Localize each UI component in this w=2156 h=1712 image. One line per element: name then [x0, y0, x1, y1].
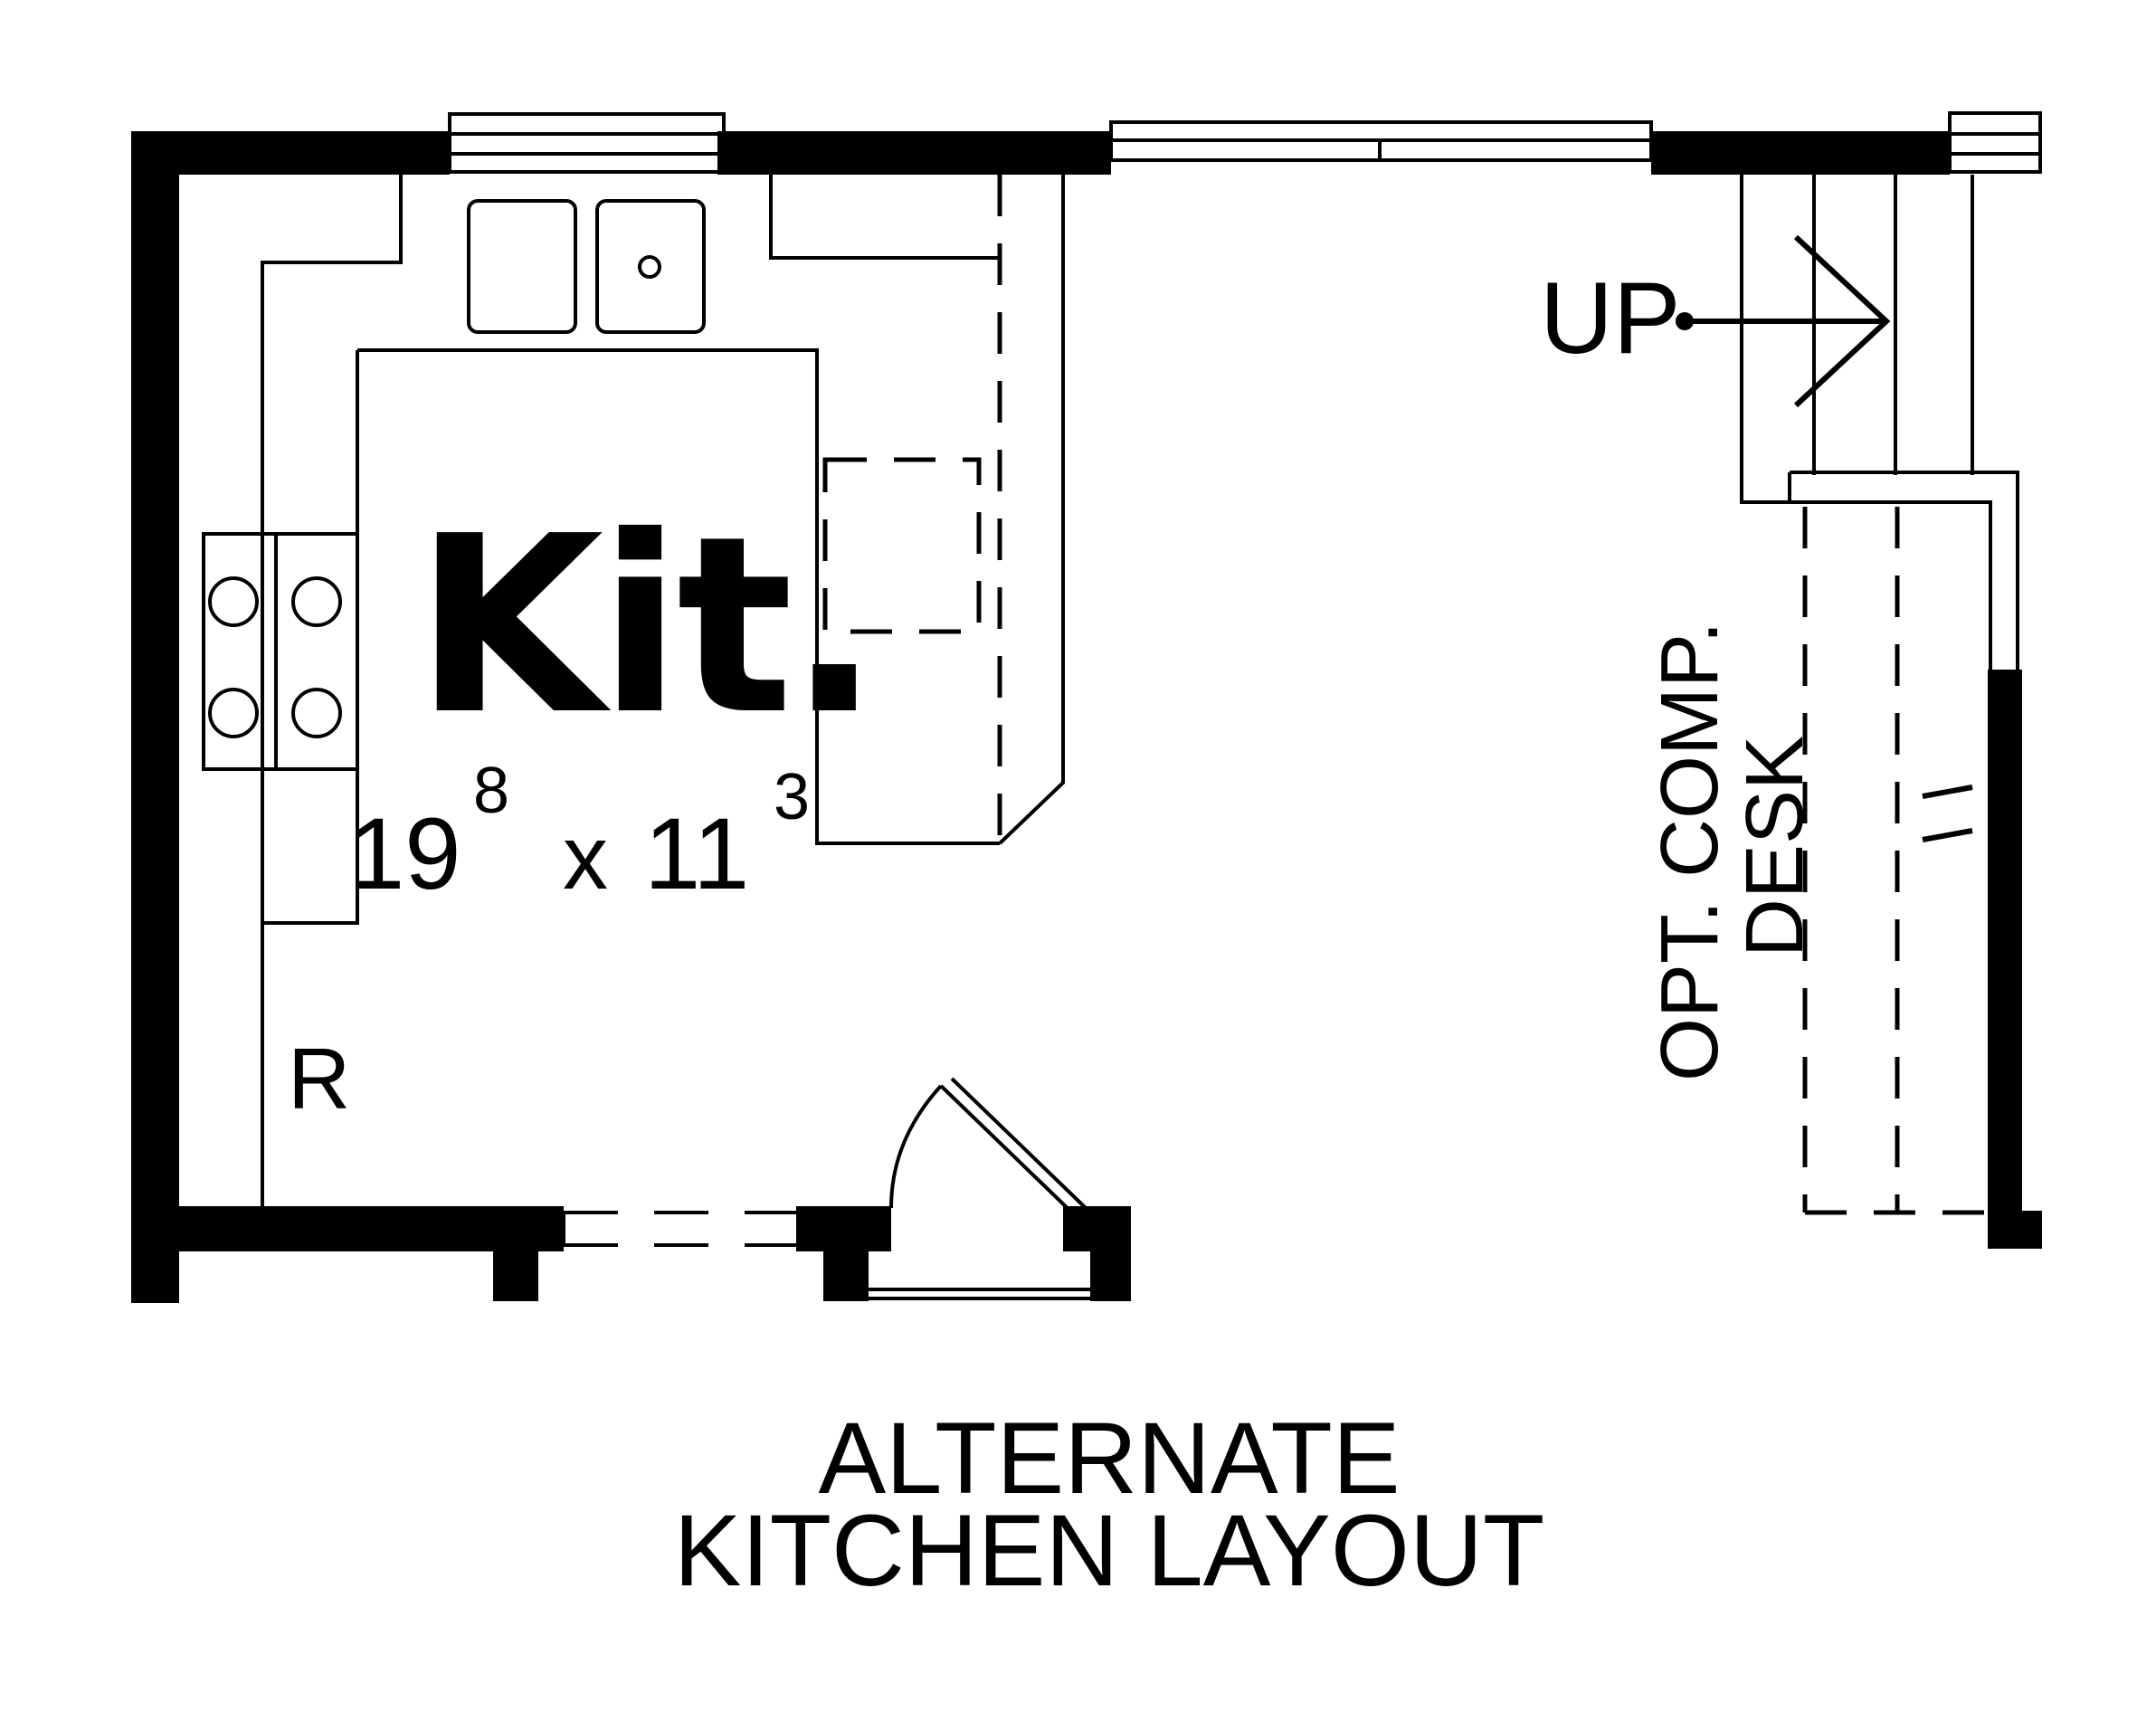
window-top-right: [1948, 111, 2042, 174]
right-wall-corner: [1988, 1211, 2042, 1249]
top-wall-middle: [717, 131, 1111, 175]
sink-basin-left: [467, 199, 577, 334]
sink-basin-right: [595, 199, 706, 334]
stairs-label: UP: [1540, 262, 1681, 375]
drain-icon: [638, 255, 661, 279]
dim-feet-2: 11: [644, 797, 749, 910]
door-swing-arc: [889, 1084, 943, 1209]
burner-icon: [208, 688, 259, 738]
caption-line-2: KITCHEN LAYOUT: [674, 1494, 1545, 1607]
outlet-mark-icon: [1922, 785, 1973, 799]
kitchen-island: [356, 175, 1065, 845]
desk-label-2: DESK: [1730, 736, 1820, 957]
bottom-wall-left: [131, 1206, 564, 1251]
sink: [467, 199, 706, 334]
base-cabinet: [262, 767, 359, 925]
caption-line-1: ALTERNATE: [818, 1402, 1400, 1515]
desk-label-line-2: DESK: [1730, 736, 1820, 957]
left-wall: [131, 131, 179, 1303]
outlet-mark-icon: [1922, 828, 1973, 842]
dim-inches-1: 8: [473, 755, 509, 827]
room-dimensions: 19 8 x 11 3: [348, 755, 810, 910]
right-wall-lower: [1988, 670, 2022, 1249]
stairs-arrowhead-icon: [1793, 234, 1891, 408]
dim-feet-1: 19: [348, 797, 461, 910]
door-leaf: [939, 1084, 1078, 1219]
burner-icon: [291, 576, 342, 627]
top-wall-left: [131, 131, 450, 175]
window-top-left: [448, 112, 726, 174]
bottom-wall-stub-1: [493, 1206, 538, 1301]
dim-inches-2: 3: [774, 761, 810, 833]
room-name: Kit.: [414, 483, 875, 768]
desk-label: OPT. COMP.: [1645, 622, 1735, 1081]
cooktop: [202, 532, 359, 771]
bottom-wall-stub-3: [1090, 1206, 1131, 1301]
exterior-walls: [131, 131, 2042, 1303]
computer-desk: [1788, 471, 2019, 1215]
burner-icon: [291, 688, 342, 738]
exterior-door: [869, 1077, 1090, 1300]
dim-separator: x: [563, 807, 608, 908]
dishwasher-dashed: [822, 457, 982, 634]
bottom-wall-stub-2: [823, 1206, 869, 1301]
burner-icon: [208, 576, 259, 627]
top-wall-right: [1651, 131, 1950, 175]
stairs: [1676, 175, 1974, 504]
desk-label-line-1: OPT. COMP.: [1645, 622, 1735, 1081]
refrigerator-label: R: [288, 1031, 350, 1127]
windows: [448, 111, 2042, 1247]
counter-segment: [769, 175, 1000, 260]
